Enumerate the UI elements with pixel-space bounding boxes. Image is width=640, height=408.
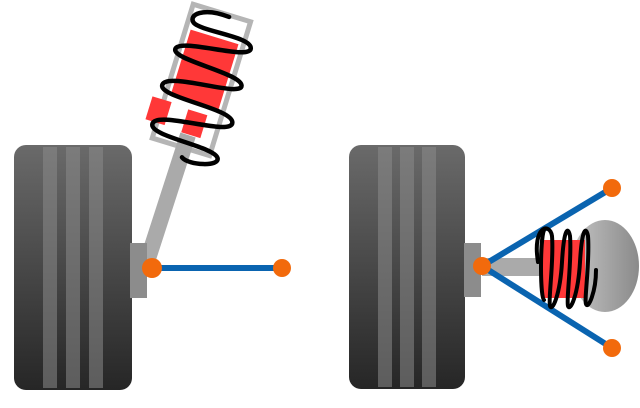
hub-pivot-joint (473, 257, 491, 275)
macpherson-strut-assembly (14, 1, 291, 390)
upper-arm-pivot-joint (603, 179, 621, 197)
left-hub (130, 243, 147, 298)
tread-groove (66, 147, 80, 388)
tread-groove (400, 147, 414, 387)
right-tire (349, 145, 465, 389)
right-hub (464, 243, 481, 297)
lower-arm-pivot-joint (603, 339, 621, 357)
tread-groove (43, 147, 57, 388)
coil-spring (534, 226, 598, 310)
coil-spring (150, 10, 253, 167)
ball-joint (142, 258, 162, 278)
tread-groove (378, 147, 392, 387)
tread-groove (89, 147, 103, 388)
left-tire (14, 145, 132, 390)
inner-pivot-joint (273, 259, 291, 277)
lower-wishbone-arm (480, 263, 614, 351)
tread-groove (422, 147, 436, 387)
strut-rod (137, 132, 196, 271)
double-wishbone-assembly (349, 145, 639, 389)
